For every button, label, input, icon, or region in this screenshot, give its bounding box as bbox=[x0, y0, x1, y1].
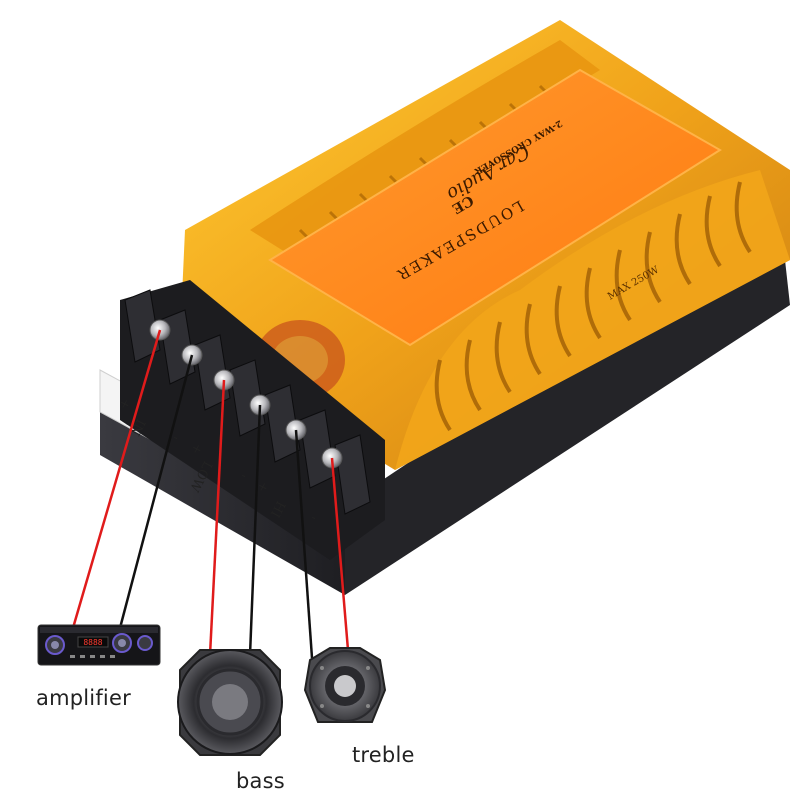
amplifier-icon: 8888 bbox=[37, 624, 161, 666]
caption-treble: treble bbox=[352, 743, 415, 767]
wire-amp-plus bbox=[71, 329, 162, 629]
wires bbox=[71, 329, 350, 659]
caption-bass: bass bbox=[236, 769, 285, 793]
terminal-label-low-minus: - bbox=[238, 468, 249, 483]
terminal-label-hi: HI bbox=[267, 498, 288, 520]
wire-treble-minus bbox=[294, 429, 314, 659]
terminal-label-hi-minus: - bbox=[308, 510, 319, 525]
woofer-icon bbox=[177, 649, 283, 756]
wire-amp-minus bbox=[118, 354, 194, 629]
caption-amplifier: amplifier bbox=[36, 686, 131, 710]
wire-bass-plus bbox=[208, 379, 226, 656]
tweeter-icon bbox=[303, 647, 387, 723]
terminal-block: + IN - + LOW - + HI - bbox=[116, 280, 385, 560]
wire-treble-plus bbox=[330, 457, 350, 651]
wire-bass-minus bbox=[248, 404, 262, 656]
crossover-shell bbox=[180, 20, 790, 470]
terminal-label-in: IN bbox=[127, 416, 148, 438]
terminal-label-in-minus: - bbox=[170, 430, 181, 445]
amplifier-display: 8888 bbox=[83, 638, 102, 647]
